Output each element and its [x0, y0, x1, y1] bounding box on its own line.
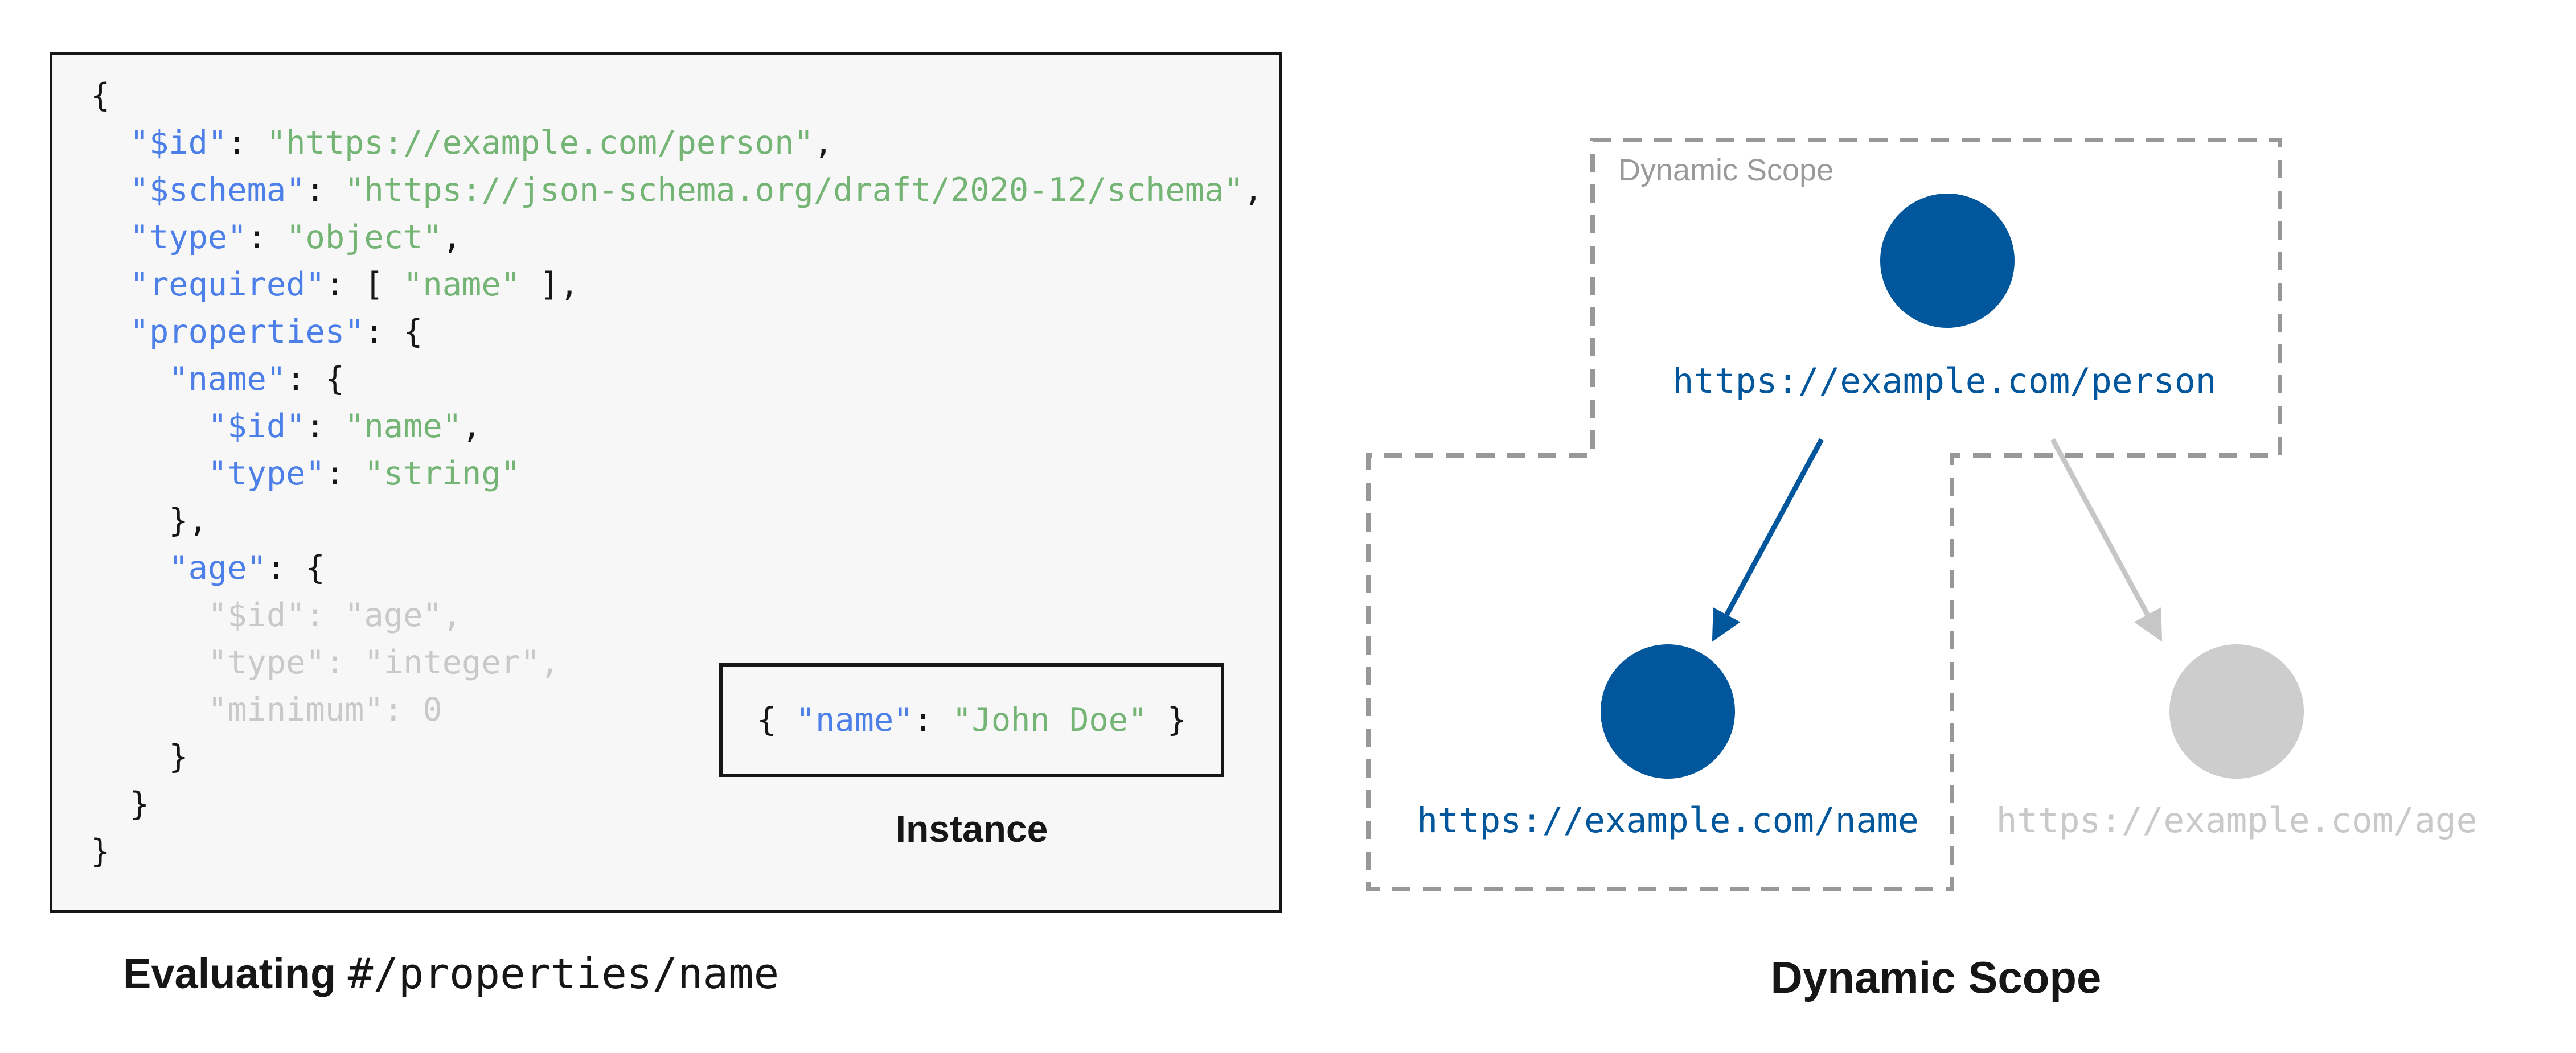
code-line: "minimum": 0 [91, 686, 1263, 734]
code-segment: : { [286, 360, 345, 398]
code-segment: "John Doe" [952, 701, 1148, 739]
code-segment: "name" [403, 266, 520, 303]
code-segment: "https://json-schema.org/draft/2020-12/s… [344, 171, 1244, 209]
person-schema-node [1880, 194, 2015, 328]
code-line: "type": "string" [91, 450, 1263, 497]
code-segment: : [227, 124, 266, 162]
age-url-label: https://example.com/age [1996, 800, 2477, 841]
code-segment: : [305, 408, 345, 445]
diagram-title: Dynamic Scope [1770, 952, 2102, 1002]
code-line: } [91, 781, 1263, 828]
code-segment: ], [520, 266, 579, 303]
code-segment: } [1147, 701, 1187, 739]
arrow-person-to-name [1712, 438, 1824, 642]
person-url-label: https://example.com/person [1672, 361, 2217, 401]
code-segment: "$id": "age", [91, 597, 462, 634]
code-segment: : { [266, 549, 325, 587]
code-segment: : [325, 455, 364, 492]
code-segment: "properties" [129, 313, 364, 351]
code-segment: { [91, 77, 110, 114]
code-segment: "type" [129, 219, 247, 256]
code-segment: , [813, 124, 834, 162]
evaluating-caption-pointer: #/properties/name [347, 949, 780, 998]
code-segment: : [305, 171, 345, 209]
code-segment: { [757, 701, 796, 739]
code-segment: "$id" [129, 124, 228, 162]
code-segment: "required" [129, 266, 325, 303]
code-line: "age": { [91, 545, 1263, 592]
code-segment: "$schema" [129, 171, 306, 209]
schema-code-panel: { "$id": "https://example.com/person", "… [50, 52, 1282, 913]
code-line: } [91, 734, 1263, 781]
code-line: "type": "integer", [91, 639, 1263, 686]
code-line: } [91, 828, 1263, 875]
schema-code-block: { "$id": "https://example.com/person", "… [91, 72, 1263, 875]
code-segment: "minimum": 0 [91, 691, 442, 729]
code-segment: } [91, 785, 149, 823]
code-segment: : [ [325, 266, 404, 303]
code-segment: , [462, 408, 482, 445]
code-segment: "string" [364, 455, 520, 492]
name-url-label: https://example.com/name [1417, 800, 1919, 841]
instance-box: { "name": "John Doe" } [719, 663, 1224, 777]
code-segment: } [91, 833, 110, 870]
instance-code: { "name": "John Doe" } [757, 701, 1187, 739]
code-segment: , [442, 219, 462, 256]
dynamic-scope-region-label: Dynamic Scope [1618, 153, 1834, 187]
code-line: "name": { [91, 356, 1263, 403]
code-segment: "$id" [207, 408, 306, 445]
code-line: "$id": "name", [91, 403, 1263, 450]
code-line: { [91, 72, 1263, 120]
code-segment: }, [91, 502, 208, 540]
code-line: "required": [ "name" ], [91, 261, 1263, 309]
evaluating-caption: Evaluating #/properties/name [123, 949, 779, 998]
code-line: "$schema": "https://json-schema.org/draf… [91, 167, 1263, 214]
code-segment: "name" [169, 360, 286, 398]
code-line: "properties": { [91, 309, 1263, 356]
age-schema-node [2169, 644, 2304, 779]
code-line: "type": "object", [91, 214, 1263, 261]
code-line: "$id": "age", [91, 592, 1263, 639]
code-segment: : { [364, 313, 423, 351]
code-segment: "name" [344, 408, 462, 445]
code-line: "$id": "https://example.com/person", [91, 120, 1263, 167]
code-segment: } [91, 738, 188, 776]
code-line: }, [91, 497, 1263, 545]
code-segment: "type": "integer", [91, 644, 560, 681]
instance-label: Instance [895, 808, 1048, 850]
code-segment: "name" [795, 701, 913, 739]
code-segment: : [913, 701, 953, 739]
code-segment: , [1243, 171, 1264, 209]
dynamic-scope-outline [1366, 138, 2282, 891]
code-segment: : [247, 219, 286, 256]
code-segment: "https://example.com/person" [266, 124, 814, 162]
code-segment: "age" [169, 549, 266, 587]
name-schema-node [1601, 644, 1735, 779]
code-segment: "type" [207, 455, 325, 492]
arrow-person-to-age [2050, 438, 2163, 642]
evaluating-caption-bold: Evaluating [123, 950, 337, 997]
code-segment: "object" [286, 219, 442, 256]
